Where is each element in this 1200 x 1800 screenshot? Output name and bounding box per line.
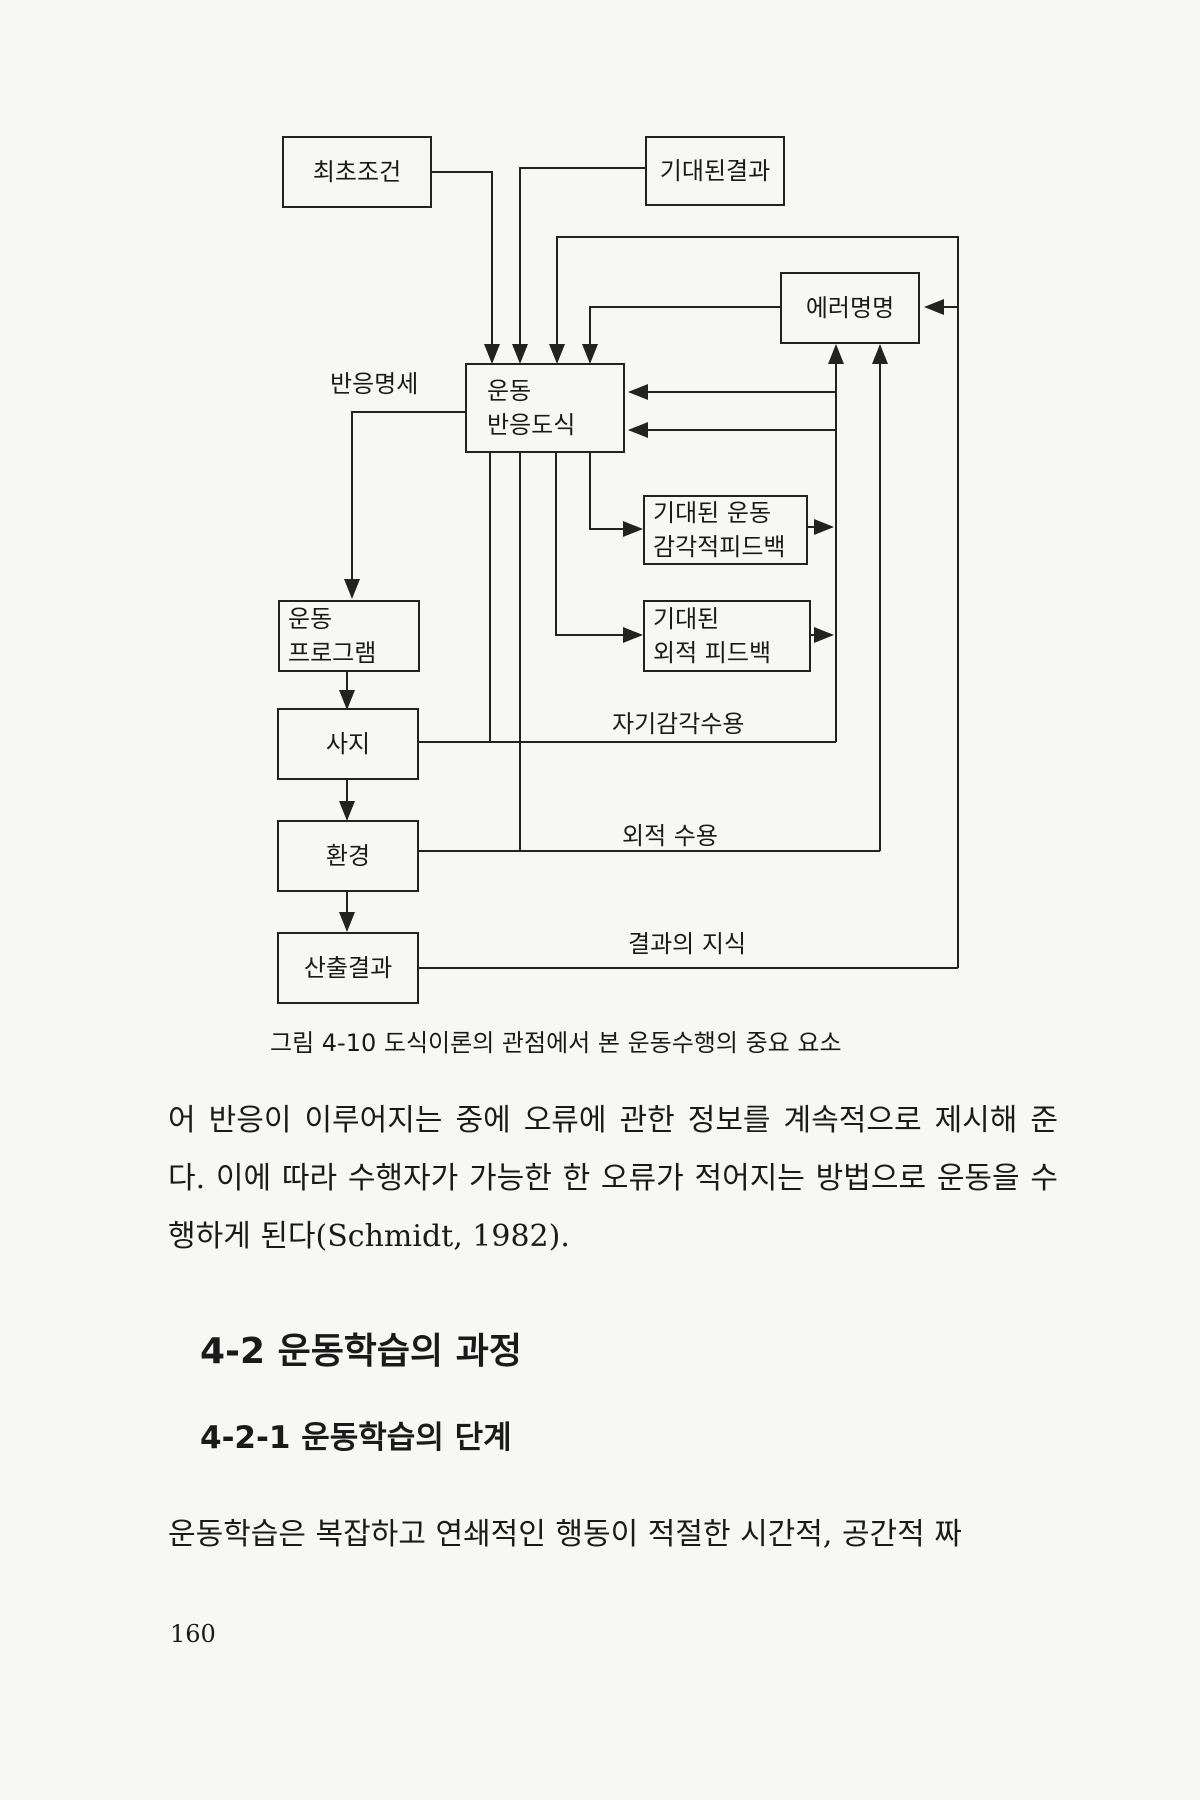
motor-program-box: 운동 프로그램 (278, 600, 420, 672)
response-spec-label: 반응명세 (330, 370, 419, 398)
motor-response-schema-box: 운동 반응도식 (465, 363, 625, 453)
limbs-box: 사지 (277, 708, 419, 780)
subsection-heading: 4-2-1 운동학습의 단계 (200, 1420, 512, 1456)
error-label-box: 에러명명 (780, 272, 920, 344)
environment-label: 환경 (325, 842, 371, 870)
proprioception-label: 자기감각수용 (612, 710, 745, 738)
expected-sensory-line2: 감각적피드백 (653, 533, 786, 561)
page-number: 160 (170, 1620, 216, 1648)
body-paragraph-2: 운동학습은 복잡하고 연쇄적인 행동이 적절한 시간적, 공간적 짜 (168, 1517, 962, 1552)
figure-caption: 그림 4-10 도식이론의 관점에서 본 운동수행의 중요 요소 (270, 1029, 842, 1057)
outcome-box: 산출결과 (277, 932, 419, 1004)
body-paragraph-1: 어 반응이 이루어지는 중에 오류에 관한 정보를 계속적으로 제시해 준다. … (168, 1103, 1058, 1254)
diagram-connectors (339, 167, 959, 969)
initial-conditions-label: 최초조건 (312, 158, 402, 186)
expected-external-feedback-box: 기대된 외적 피드백 (643, 600, 811, 672)
expected-external-line2: 외적 피드백 (653, 639, 772, 667)
expected-external-line1: 기대된 (653, 605, 720, 633)
section-heading: 4-2 운동학습의 과정 (200, 1331, 522, 1372)
outcome-label: 산출결과 (303, 954, 393, 982)
motor-schema-line1: 운동 (487, 377, 532, 405)
limbs-label: 사지 (325, 730, 371, 758)
knowledge-of-results-label: 결과의 지식 (628, 930, 747, 958)
expected-result-label: 기대된결과 (659, 157, 771, 185)
environment-box: 환경 (277, 820, 419, 892)
expected-result-box: 기대된결과 (645, 136, 785, 206)
exteroception-label: 외적 수용 (622, 822, 718, 850)
expected-sensory-line1: 기대된 운동 (653, 499, 772, 527)
schema-theory-diagram: 최초조건 기대된결과 에러명명 운동 반응도식 기대된 운동 감각적피드백 기대… (277, 136, 959, 1004)
error-label-text: 에러명명 (805, 294, 895, 322)
expected-sensory-feedback-box: 기대된 운동 감각적피드백 (643, 495, 808, 565)
motor-program-line1: 운동 (288, 605, 333, 633)
motor-schema-line2: 반응도식 (487, 411, 576, 439)
motor-program-line2: 프로그램 (288, 639, 377, 667)
initial-conditions-box: 최초조건 (282, 136, 432, 208)
